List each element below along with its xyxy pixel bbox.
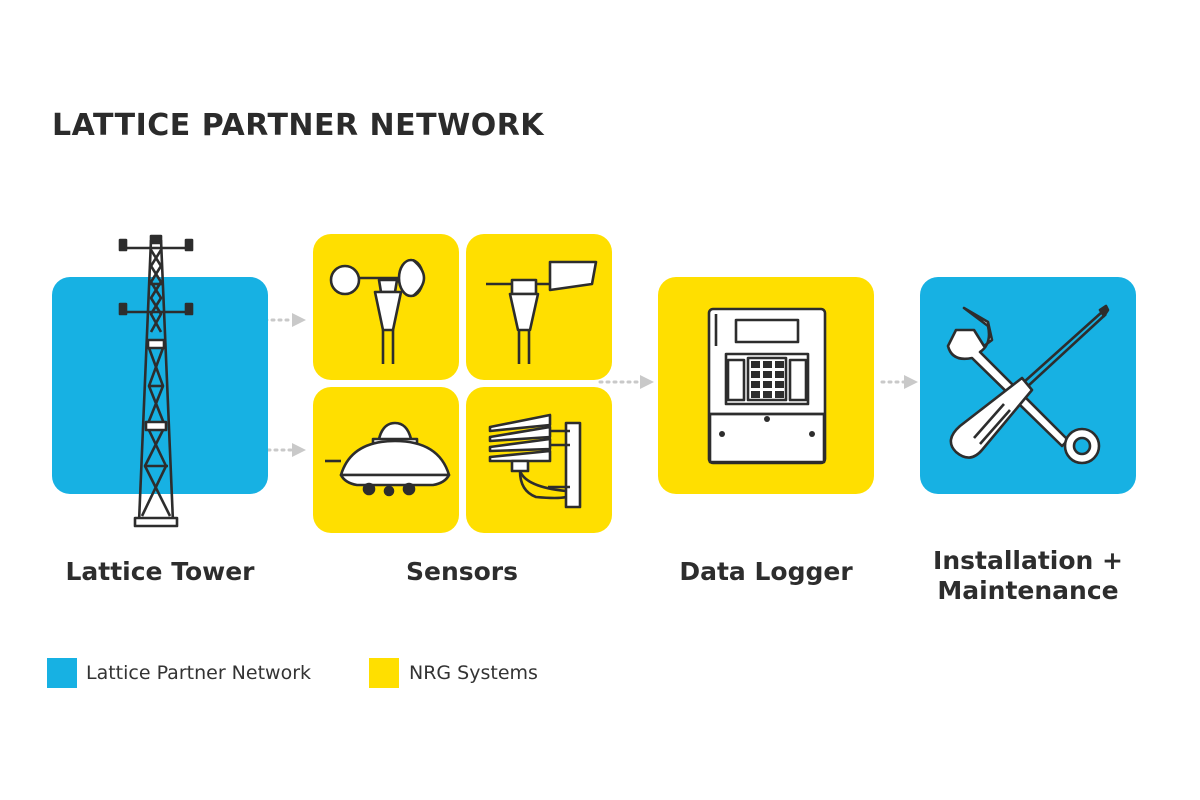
stage-label-installation-maintenance: Installation + Maintenance bbox=[898, 546, 1158, 606]
legend-swatch-lattice-partner-network bbox=[47, 658, 77, 688]
pyranometer-icon bbox=[325, 421, 451, 497]
legend-swatch-nrg-systems bbox=[369, 658, 399, 688]
page-title: LATTICE PARTNER NETWORK bbox=[52, 108, 545, 143]
wrench-and-screwdriver-icon bbox=[946, 304, 1110, 465]
cup-anemometer-icon bbox=[329, 258, 426, 364]
radiation-shield-icon bbox=[488, 413, 582, 509]
arrow-head bbox=[640, 375, 654, 389]
lattice-tower-icon bbox=[118, 234, 194, 528]
stage-label-line-1: Installation + bbox=[933, 546, 1123, 575]
legend-label-lattice-partner-network: Lattice Partner Network bbox=[86, 662, 312, 684]
stage-label-lattice-tower: Lattice Tower bbox=[65, 557, 255, 586]
sensor-panel-wind-vane bbox=[466, 234, 612, 380]
stage-label-line-2: Maintenance bbox=[937, 576, 1119, 605]
arrow-head bbox=[904, 375, 918, 389]
arrow-head bbox=[292, 443, 306, 457]
wind-vane-icon bbox=[486, 260, 598, 364]
stage-label-sensors: Sensors bbox=[405, 557, 519, 586]
legend-label-nrg-systems: NRG Systems bbox=[409, 662, 538, 684]
arrow-head bbox=[292, 313, 306, 327]
stage-label-data-logger: Data Logger bbox=[679, 557, 853, 586]
data-logger-icon bbox=[707, 307, 827, 465]
